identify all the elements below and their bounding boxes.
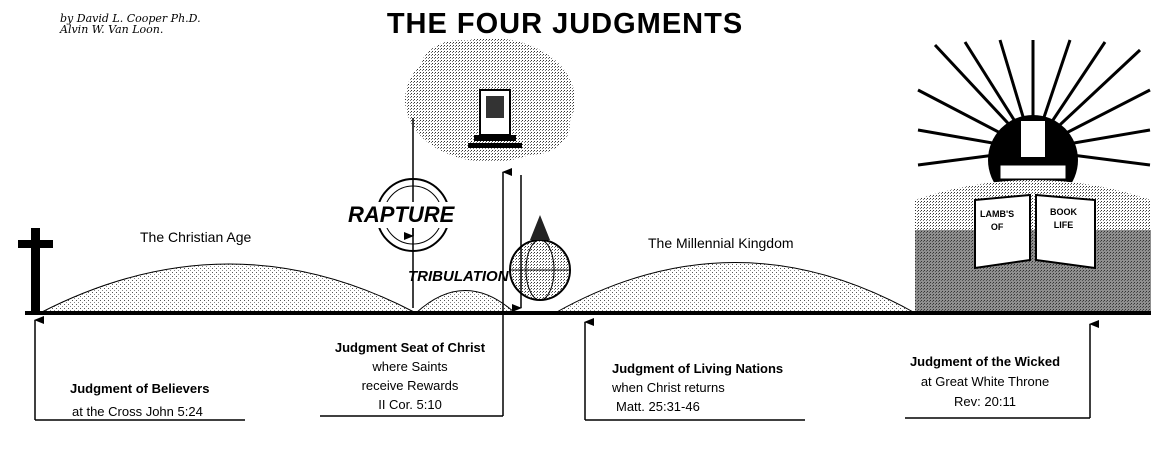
cross-icon (18, 228, 53, 313)
tribulation-label: TRIBULATION (408, 268, 509, 285)
book-of-life-left: LAMB'S OF (980, 208, 1014, 234)
book-of-life-right: BOOK LIFE (1050, 206, 1077, 232)
rapture-label: RAPTURE (348, 202, 455, 228)
throne-cloud-icon (405, 38, 575, 162)
book-text: LIFE (1053, 220, 1074, 230)
judgment-seat-detail: receive Rewards (361, 378, 459, 393)
christian-age-hill (39, 263, 417, 314)
christian-age-label: The Christian Age (140, 229, 252, 245)
wicked-detail: Rev: 20:11 (954, 394, 1016, 409)
signature-line: Alvin W. Van Loon. (60, 23, 164, 36)
judgment-believers-title: Judgment of Believers (70, 381, 210, 396)
book-text: BOOK (1050, 207, 1077, 217)
ground-line (25, 311, 1151, 315)
millennial-kingdom-label: The Millennial Kingdom (648, 235, 794, 251)
book-text: LAMB'S (980, 209, 1015, 219)
wicked-title: Judgment of the Wicked (909, 354, 1061, 369)
judgment-seat-title: Judgment Seat of Christ (334, 340, 486, 355)
book-text: OF (990, 222, 1004, 232)
living-nations-detail: when Christ returns (612, 380, 725, 395)
wicked-caption: Judgment of the Wicked at Great White Th… (910, 352, 1060, 412)
living-nations-title: Judgment of Living Nations (612, 361, 784, 376)
judgment-believers-detail: at the Cross John 5:24 (72, 404, 203, 419)
great-white-throne-icon (915, 39, 1151, 313)
judgment-seat-detail: where Saints (372, 359, 448, 374)
judgment-seat-detail: II Cor. 5:10 (378, 397, 442, 412)
signature-line: by David L. Cooper Ph.D. (60, 12, 201, 25)
millennial-hill (553, 262, 917, 314)
page-title: THE FOUR JUDGMENTS (386, 8, 744, 40)
wicked-detail: at Great White Throne (920, 374, 1050, 389)
living-nations-caption: Judgment of Living Nations when Christ r… (612, 359, 783, 416)
living-nations-detail: Matt. 25:31-46 (616, 399, 700, 414)
judgment-seat-caption: Judgment Seat of Christ where Saints rec… (335, 338, 485, 414)
author-signature: by David L. Cooper Ph.D. Alvin W. Van Lo… (60, 13, 201, 35)
globe-icon (509, 215, 571, 301)
tribulation-hill (414, 290, 517, 314)
